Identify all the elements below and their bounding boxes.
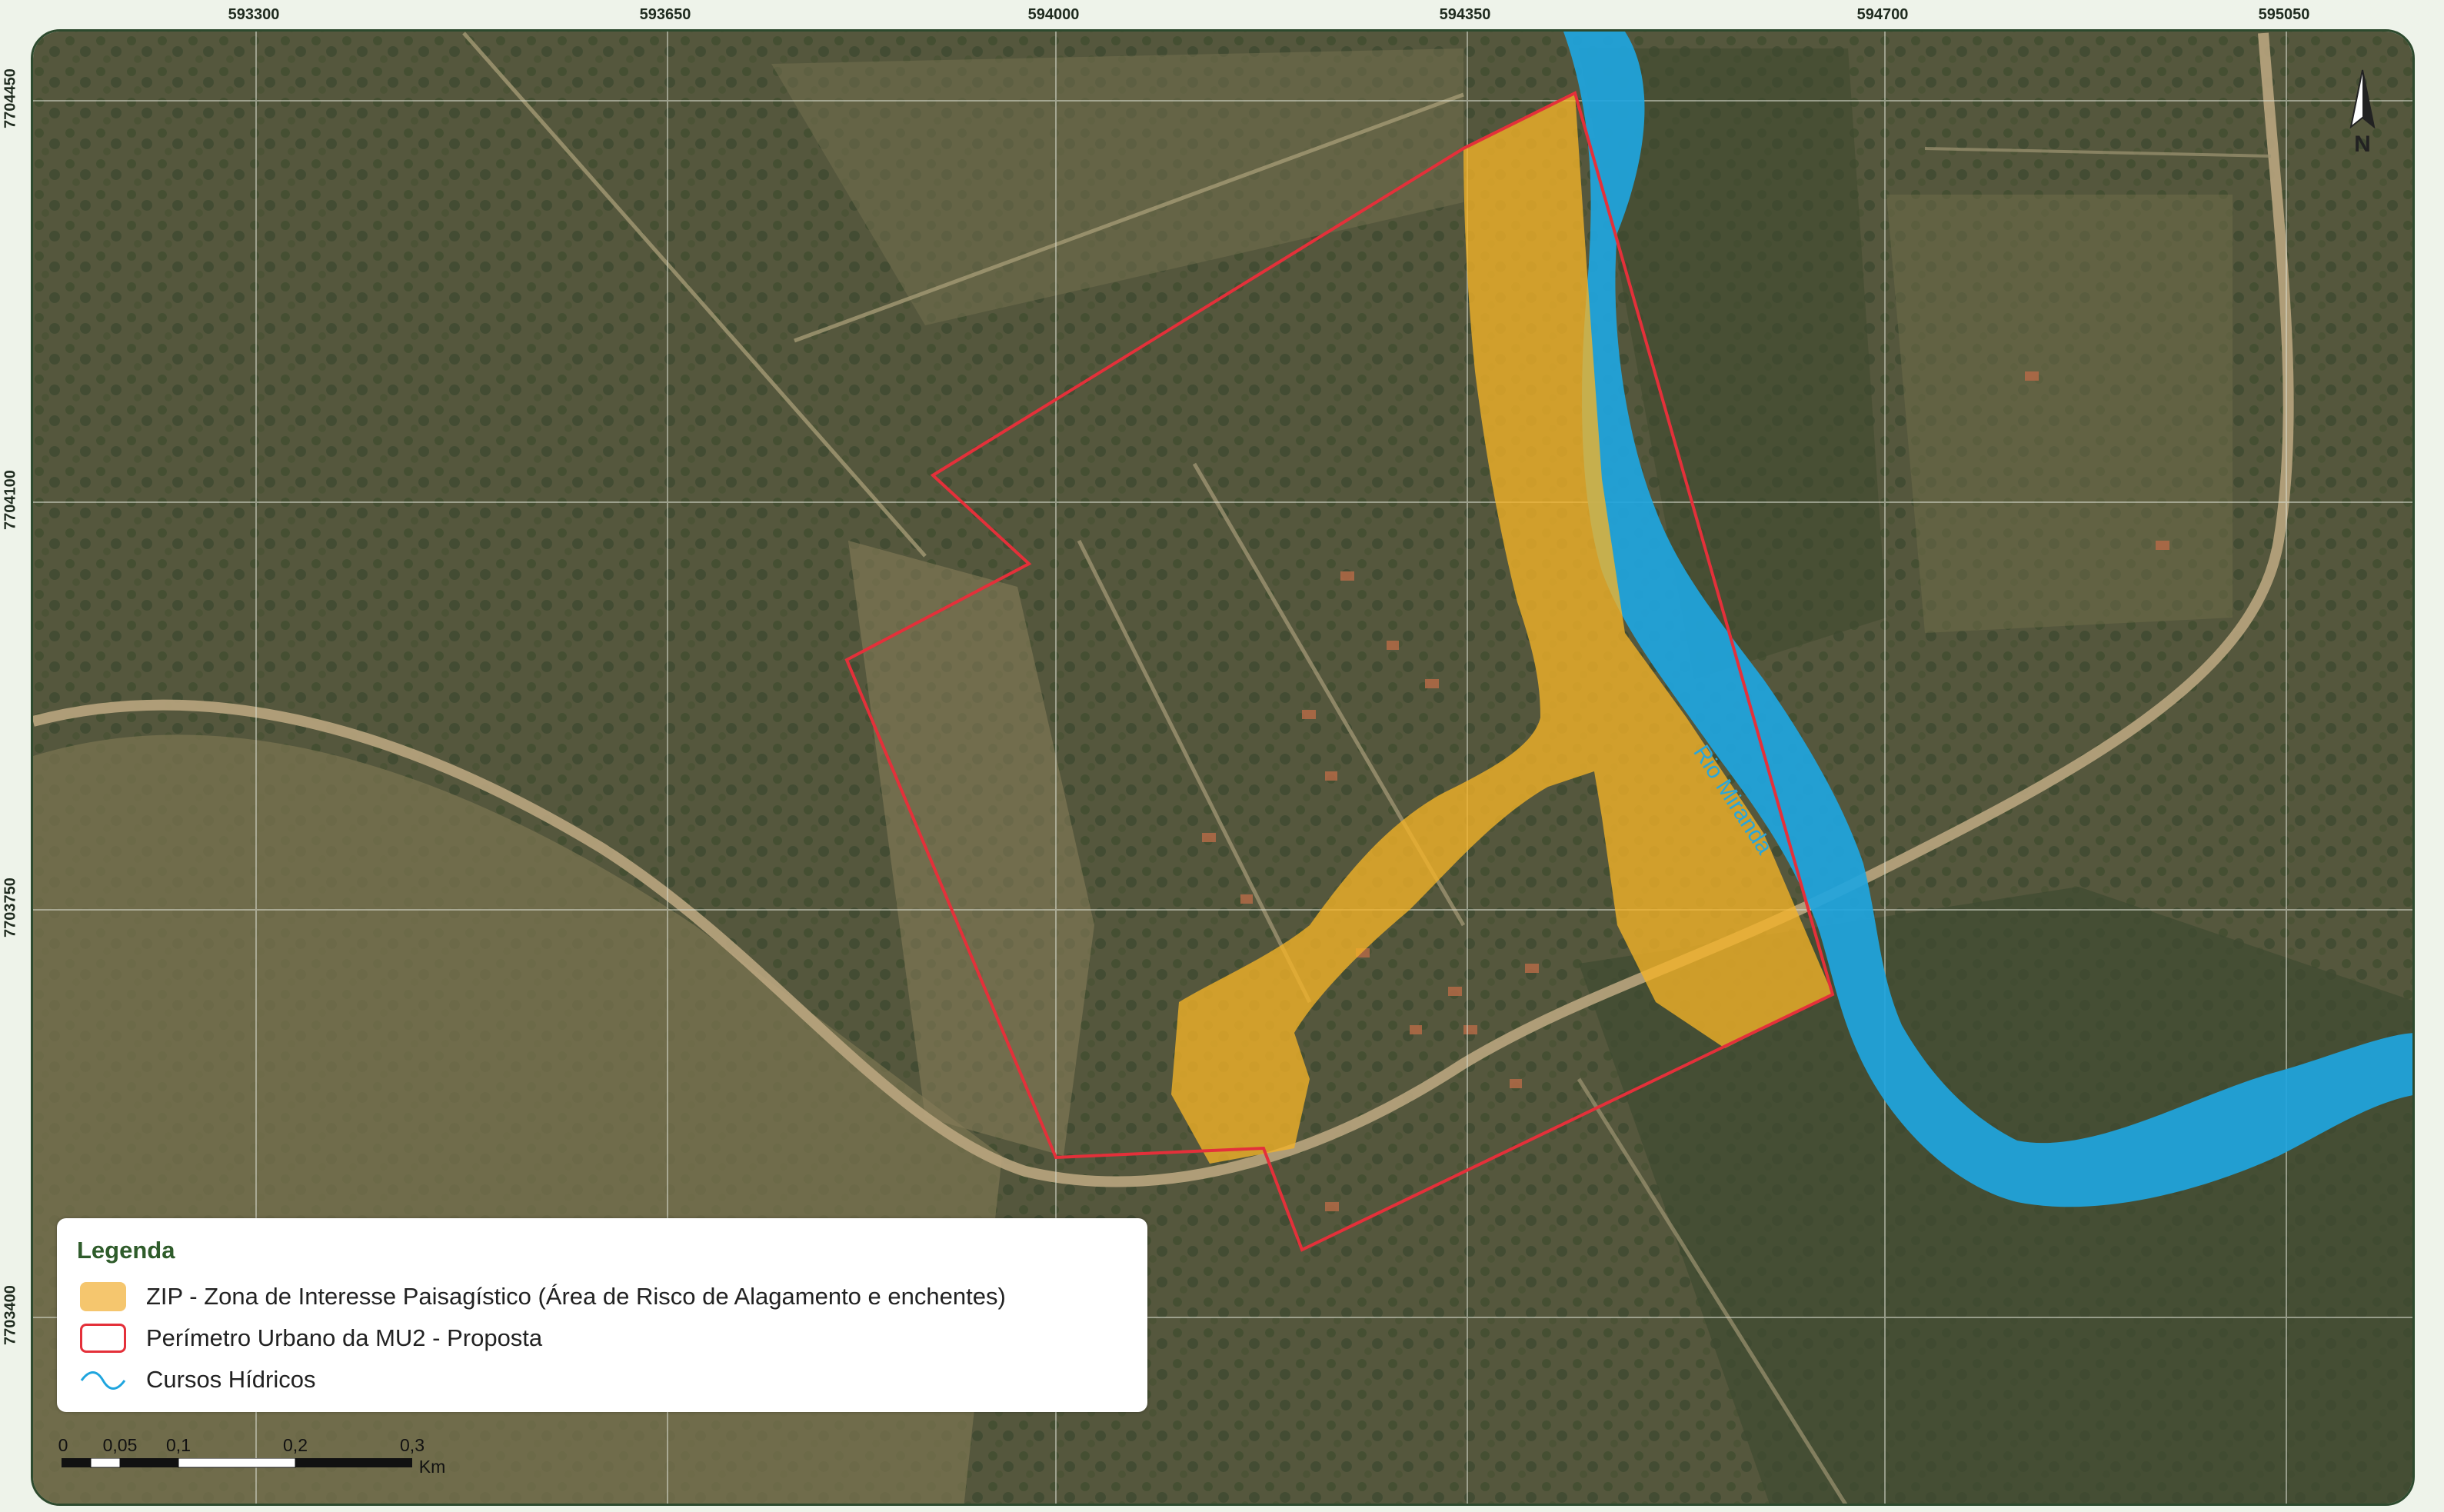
grid-label-x: 594000: [1027, 6, 1080, 23]
grid-label-y: 7703750: [2, 878, 19, 938]
legend-item-label: Cursos Hídricos: [146, 1366, 316, 1393]
dense-forest: [1579, 48, 1886, 679]
grid-label-x: 594700: [1856, 6, 1909, 23]
scale-label: 0,05: [102, 1435, 138, 1455]
legend-item-water: Cursos Hídricos: [80, 1363, 316, 1397]
river-rio-miranda: [1563, 32, 2412, 1207]
legend-title: Legenda: [77, 1237, 175, 1264]
scale-unit: Km: [418, 1457, 446, 1477]
dirt-road: [794, 92, 1464, 343]
scale-bar: 0 0,05 0,1 0,2 0,3 Km: [58, 1435, 492, 1481]
pasture-patch: [771, 48, 1463, 325]
perimeter-outline-swatch: [80, 1324, 126, 1353]
grid-label-y: 7704450: [2, 68, 19, 128]
dirt-road: [1924, 147, 2272, 158]
north-arrow-icon: N: [2349, 69, 2376, 157]
legend-item-perimeter: Perímetro Urbano da MU2 - Proposta: [80, 1321, 542, 1355]
grid-label-x: 593650: [639, 6, 691, 23]
zip-zone: [1171, 93, 1833, 1164]
legend-panel: Legenda ZIP - Zona de Interesse Paisagís…: [57, 1218, 1147, 1412]
grid-label-y: 7704100: [2, 470, 19, 530]
grid-label-y: 7703400: [2, 1285, 19, 1345]
scale-label: 0,1: [166, 1435, 191, 1455]
grid-label-x: 593300: [228, 6, 280, 23]
grid-label-x: 595050: [2258, 6, 2310, 23]
pasture-patch: [1886, 195, 2233, 633]
scale-bar-graphic: [62, 1458, 412, 1468]
legend-item-label: Perímetro Urbano da MU2 - Proposta: [146, 1324, 543, 1351]
legend-item-zip: ZIP - Zona de Interesse Paisagístico (Ár…: [80, 1280, 1006, 1314]
wave-icon: [80, 1371, 126, 1390]
pasture-patch: [848, 541, 1094, 1156]
dirt-road: [1077, 539, 1312, 1004]
grid-label-x: 594350: [1439, 6, 1491, 23]
scale-label: 0: [58, 1435, 68, 1455]
zip-fill-swatch: [80, 1282, 126, 1311]
dense-forest: [1579, 887, 2412, 1504]
legend-item-label: ZIP - Zona de Interesse Paisagístico (Ár…: [146, 1283, 1006, 1310]
village-buildings: [1202, 371, 2169, 1211]
north-label: N: [2354, 132, 2371, 157]
dirt-road: [33, 32, 2294, 1187]
dirt-road: [1577, 1077, 1848, 1504]
scale-label: 0,3: [400, 1435, 425, 1455]
scale-label: 0,2: [283, 1435, 308, 1455]
dirt-road: [462, 32, 927, 558]
urban-perimeter: [844, 91, 1835, 1252]
